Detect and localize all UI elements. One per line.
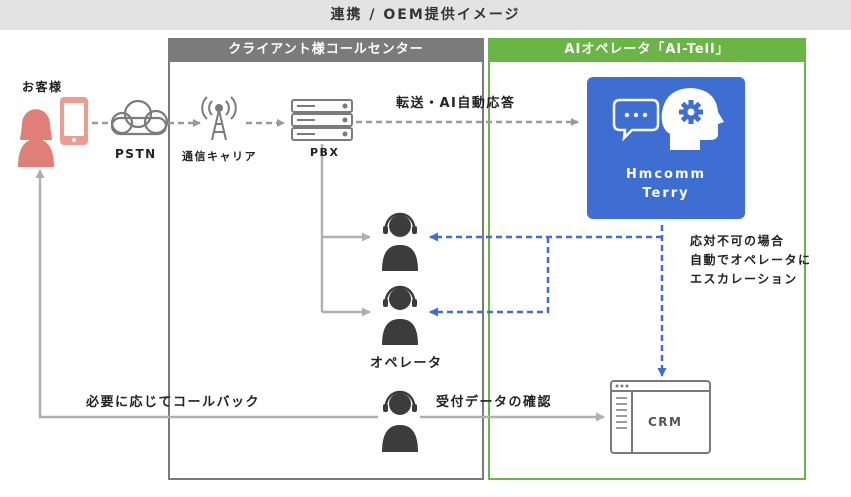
page-title: 連携 / OEM提供イメージ [0, 0, 851, 30]
callback-label: 必要に応じてコールバック [86, 395, 261, 410]
escalation-label: 応対不可の場合 自動でオペレータに エスカレーション [690, 232, 812, 289]
pstn-label: PSTN [115, 147, 157, 161]
escalation-line-3: エスカレーション [690, 272, 798, 286]
customer-label: お客様 [22, 80, 63, 94]
ai-operator-header: AIオペレータ「AI-Tell」 [488, 38, 806, 62]
cloud-icon [110, 99, 169, 136]
operator-icon-1 [382, 212, 418, 271]
call-center-frame [168, 62, 484, 480]
carrier-label: 通信キャリア [182, 150, 257, 163]
terry-label: Hmcomm Terry [587, 165, 745, 203]
call-center-header: クライアント様コールセンター [168, 38, 484, 62]
customer-person-icon [18, 109, 54, 167]
escalation-line-1: 応対不可の場合 [690, 234, 785, 248]
pbx-to-operators [320, 144, 371, 317]
crm-label: CRM [648, 415, 683, 429]
server-icon [291, 99, 353, 141]
antenna-icon [201, 96, 237, 141]
terry-label-line2: Terry [642, 186, 690, 201]
crm-window-icon [610, 380, 711, 454]
pbx-label: PBX [310, 146, 340, 159]
ai-operator-frame [488, 62, 806, 480]
operators-label: オペレータ [370, 356, 443, 371]
escalation-path [429, 225, 667, 377]
call-path [92, 118, 579, 127]
escalation-line-2: 自動でオペレータに [690, 253, 812, 267]
chat-bubble-icon [612, 98, 660, 142]
operator-icon-3 [382, 390, 418, 452]
confirm-label: 受付データの確認 [436, 395, 553, 410]
callback-path [35, 169, 378, 419]
forward-label: 転送・AI自動応答 [396, 96, 516, 111]
ai-head-gear-icon [661, 88, 724, 150]
smartphone-icon [60, 97, 88, 145]
terry-label-line1: Hmcomm [625, 167, 707, 182]
operator-icon-2 [382, 285, 418, 345]
